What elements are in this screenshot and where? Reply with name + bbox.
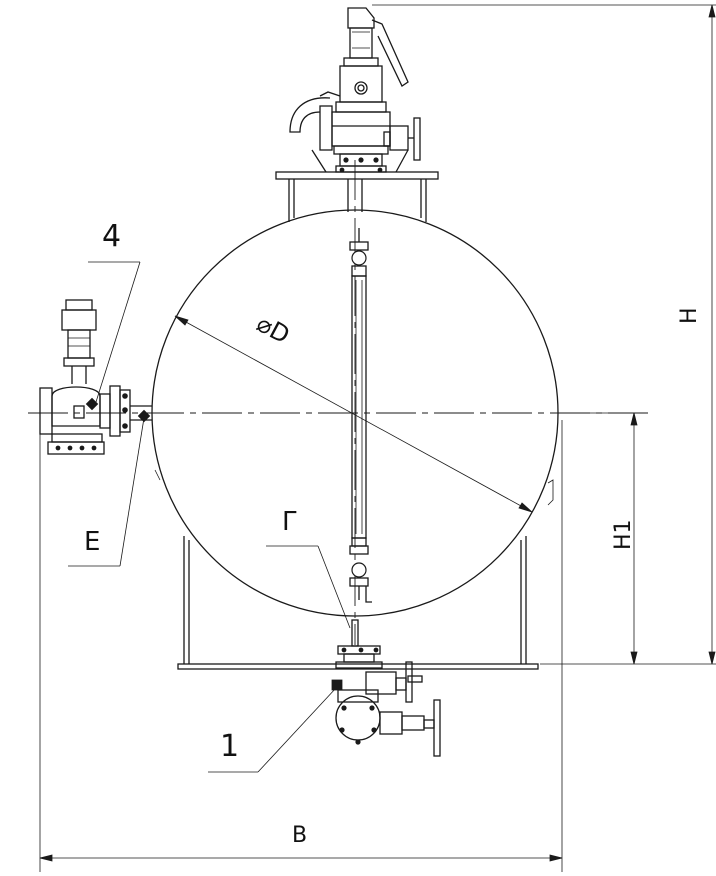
callout-G-label: Г [282,507,298,537]
drain-valves [331,619,441,757]
level-gauge [349,228,372,603]
dimension-H1 [560,412,640,665]
dimension-H [372,4,716,665]
centerlines [28,160,650,645]
leader-lines [68,261,351,773]
saddle-supports [177,536,539,670]
callout-E-label: E [84,527,100,557]
dimension-H-label: H [677,307,702,324]
callout-1-label: 1 [220,729,239,764]
diameter-dimension [174,315,533,513]
dimension-B-label: B [292,823,307,848]
dimension-B [39,420,563,872]
side-control-valve [39,299,152,455]
top-frame [275,171,439,222]
dimension-H1-label: H1 [611,519,636,550]
diameter-label: ⌀D [252,309,294,349]
safety-valve [289,7,421,173]
callout-4-label: 4 [102,219,121,254]
